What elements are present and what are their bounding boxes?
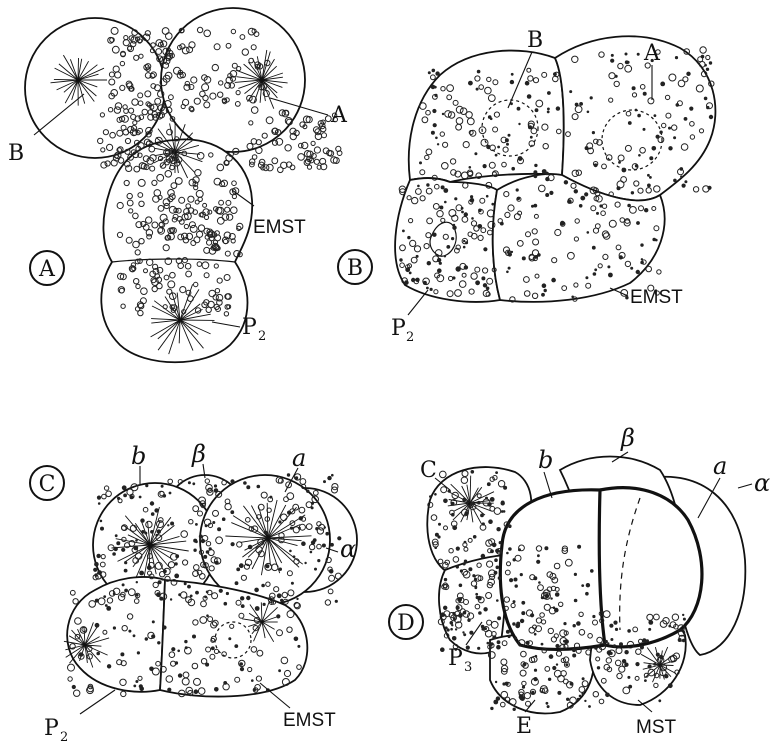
label-alpha-panel-c: α bbox=[340, 535, 356, 563]
label-a-panel-c: a bbox=[292, 444, 306, 472]
panel-c: C b β a α EMST P 2 bbox=[30, 440, 357, 745]
panel-c-badge: C bbox=[30, 466, 64, 500]
panel-a-badge: A bbox=[30, 251, 64, 285]
label-b-panel-b: B bbox=[527, 28, 543, 53]
label-p-sub-panel-c: 2 bbox=[60, 730, 68, 745]
label-mst-panel-d: MST bbox=[636, 717, 677, 738]
panel-a-badge-letter: A bbox=[38, 257, 56, 282]
panel-d-badge: D bbox=[389, 605, 423, 639]
label-beta-panel-c: β bbox=[191, 440, 206, 468]
label-p-sub-panel-d: 3 bbox=[464, 660, 472, 675]
label-e-panel-d: E bbox=[516, 714, 532, 739]
leader-p2-panel-c bbox=[80, 690, 115, 714]
label-a-panel-d: a bbox=[713, 452, 727, 480]
label-p-panel-c: P bbox=[44, 716, 59, 741]
label-b-panel-a: B bbox=[8, 141, 24, 166]
label-emst-panel-a: EMST bbox=[253, 217, 306, 238]
label-p-sub-panel-a: 2 bbox=[258, 329, 266, 344]
label-p-sub-panel-b: 2 bbox=[406, 330, 414, 345]
label-beta-panel-d: β bbox=[620, 424, 635, 452]
label-a-panel-a: A bbox=[330, 103, 348, 128]
label-emst-panel-c: EMST bbox=[283, 710, 336, 731]
panel-b: B B A EMST P 2 bbox=[338, 28, 715, 345]
panel-b-badge-letter: B bbox=[347, 256, 363, 281]
label-p-panel-d: P bbox=[448, 646, 463, 671]
leader-p2-panel-b bbox=[408, 290, 428, 315]
leader-alpha-panel-d bbox=[738, 484, 752, 488]
label-b-panel-d: b bbox=[538, 446, 553, 474]
label-c-panel-d: C bbox=[420, 458, 437, 483]
label-a-panel-b: A bbox=[643, 41, 661, 66]
panel-a: A A B EMST P 2 bbox=[8, 8, 348, 362]
panel-d: D C b β a α P 3 E MST bbox=[389, 424, 770, 739]
label-p-panel-b: P bbox=[391, 316, 406, 341]
panel-d-badge-letter: D bbox=[397, 611, 415, 636]
cell-b-ab-panel-a bbox=[25, 18, 165, 158]
label-emst-panel-b: EMST bbox=[630, 287, 683, 308]
panel-c-badge-letter: C bbox=[39, 472, 56, 497]
label-p-panel-a: P bbox=[242, 315, 257, 340]
label-b-panel-c: b bbox=[131, 442, 146, 470]
panel-b-badge: B bbox=[338, 250, 372, 284]
label-alpha-panel-d: α bbox=[754, 469, 770, 497]
